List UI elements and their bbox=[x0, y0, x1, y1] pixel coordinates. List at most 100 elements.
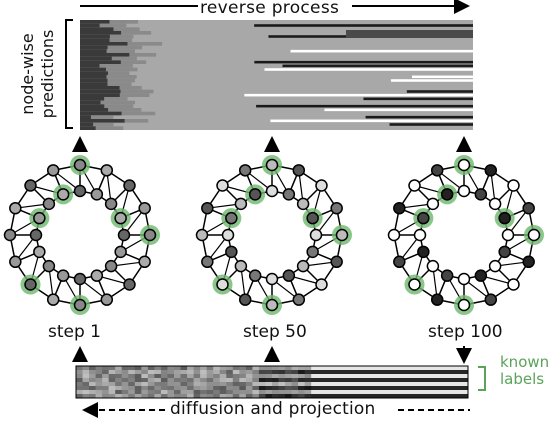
graph-node bbox=[393, 255, 406, 269]
graph-node bbox=[248, 269, 262, 282]
strip-cell bbox=[311, 382, 319, 386]
graph-node bbox=[484, 293, 498, 306]
strip-cell bbox=[337, 382, 345, 386]
strip-cell bbox=[350, 374, 358, 378]
strip-cell bbox=[383, 378, 391, 382]
heat-cell bbox=[80, 64, 100, 68]
graph-step-50 bbox=[195, 155, 352, 315]
strip-cell bbox=[134, 374, 142, 378]
strip-cell bbox=[278, 394, 286, 398]
graph-node bbox=[457, 272, 471, 286]
strip-cell bbox=[265, 366, 273, 370]
strip-cell bbox=[128, 374, 136, 378]
strip-cell bbox=[343, 366, 351, 370]
strip-cell bbox=[461, 370, 469, 374]
graph-step-1 bbox=[3, 155, 160, 315]
strip-cell bbox=[356, 374, 364, 378]
strip-cell bbox=[102, 394, 110, 398]
graph-node bbox=[42, 197, 56, 211]
strip-cell bbox=[298, 390, 306, 394]
heat-cell bbox=[119, 93, 150, 97]
heat-cell bbox=[346, 30, 473, 38]
strip-cell bbox=[167, 386, 175, 390]
strip-cell bbox=[108, 366, 116, 370]
graph-node bbox=[426, 197, 440, 211]
strip-cell bbox=[337, 366, 345, 370]
heat-cell bbox=[282, 64, 473, 68]
strip-cell bbox=[376, 386, 384, 390]
strip-cell bbox=[330, 366, 338, 370]
strip-cell bbox=[337, 370, 345, 374]
heat-cell bbox=[406, 90, 473, 93]
strip-cell bbox=[448, 366, 456, 370]
heat-cell bbox=[254, 60, 473, 64]
strip-cell bbox=[200, 382, 208, 386]
strip-cell bbox=[376, 374, 384, 378]
strip-cell bbox=[226, 390, 234, 394]
graph-node bbox=[522, 255, 535, 269]
graph-node bbox=[408, 179, 421, 192]
heat-cell bbox=[111, 56, 137, 61]
strip-cell bbox=[389, 390, 397, 394]
strip-cell bbox=[298, 366, 306, 370]
heat-cell bbox=[104, 104, 134, 108]
strip-cell bbox=[454, 374, 462, 378]
strip-cell bbox=[363, 382, 371, 386]
strip-cell bbox=[363, 370, 371, 374]
heat-cell bbox=[324, 108, 473, 112]
strip-cell bbox=[376, 378, 384, 382]
strip-cell bbox=[89, 394, 97, 398]
strip-cell bbox=[115, 390, 123, 394]
strip-cell bbox=[245, 386, 253, 390]
strip-cell bbox=[448, 386, 456, 390]
heat-cell bbox=[80, 75, 107, 79]
strip-cell bbox=[232, 374, 240, 378]
strip-cell bbox=[95, 386, 103, 390]
strip-cell bbox=[226, 378, 234, 382]
graph-node bbox=[114, 211, 127, 225]
strip-cell bbox=[219, 394, 227, 398]
strip-cell bbox=[213, 394, 221, 398]
strip-cell bbox=[461, 378, 469, 382]
strip-cell bbox=[200, 366, 208, 370]
strip-cell bbox=[304, 370, 312, 374]
heat-cell bbox=[80, 56, 112, 61]
strip-cell bbox=[291, 394, 299, 398]
strip-cell bbox=[174, 374, 182, 378]
graph-node bbox=[201, 201, 214, 215]
strip-cell bbox=[187, 374, 195, 378]
strip-cell bbox=[174, 394, 182, 398]
strip-cell bbox=[252, 390, 260, 394]
heat-cell bbox=[80, 111, 122, 116]
strip-cell bbox=[82, 390, 90, 394]
strip-cell bbox=[304, 386, 312, 390]
graph-node bbox=[315, 179, 328, 192]
strip-cell bbox=[402, 382, 410, 386]
strip-cell bbox=[180, 374, 188, 378]
graph-node bbox=[474, 188, 488, 201]
strip-cell bbox=[206, 386, 214, 390]
strip-cell bbox=[108, 382, 116, 386]
strip-cell bbox=[278, 386, 286, 390]
strip-cell bbox=[454, 366, 462, 370]
strip-cell bbox=[383, 394, 391, 398]
strip-cell bbox=[226, 374, 234, 378]
strip-cell bbox=[324, 378, 332, 382]
heat-cell bbox=[80, 93, 120, 97]
strip-cell bbox=[160, 370, 168, 374]
strip-cell bbox=[428, 374, 436, 378]
strip-cell bbox=[278, 390, 286, 394]
heat-cell bbox=[121, 111, 156, 116]
reverse-process-label: reverse process bbox=[200, 0, 340, 18]
strip-cell bbox=[402, 370, 410, 374]
strip-cell bbox=[232, 370, 240, 374]
strip-cell bbox=[396, 394, 404, 398]
strip-cell bbox=[272, 366, 280, 370]
strip-cell bbox=[232, 394, 240, 398]
strip-cell bbox=[272, 374, 280, 378]
strip-cell bbox=[134, 386, 142, 390]
strip-cell bbox=[461, 390, 469, 394]
strip-cell bbox=[363, 394, 371, 398]
strip-cell bbox=[298, 374, 306, 378]
strip-cell bbox=[239, 374, 247, 378]
